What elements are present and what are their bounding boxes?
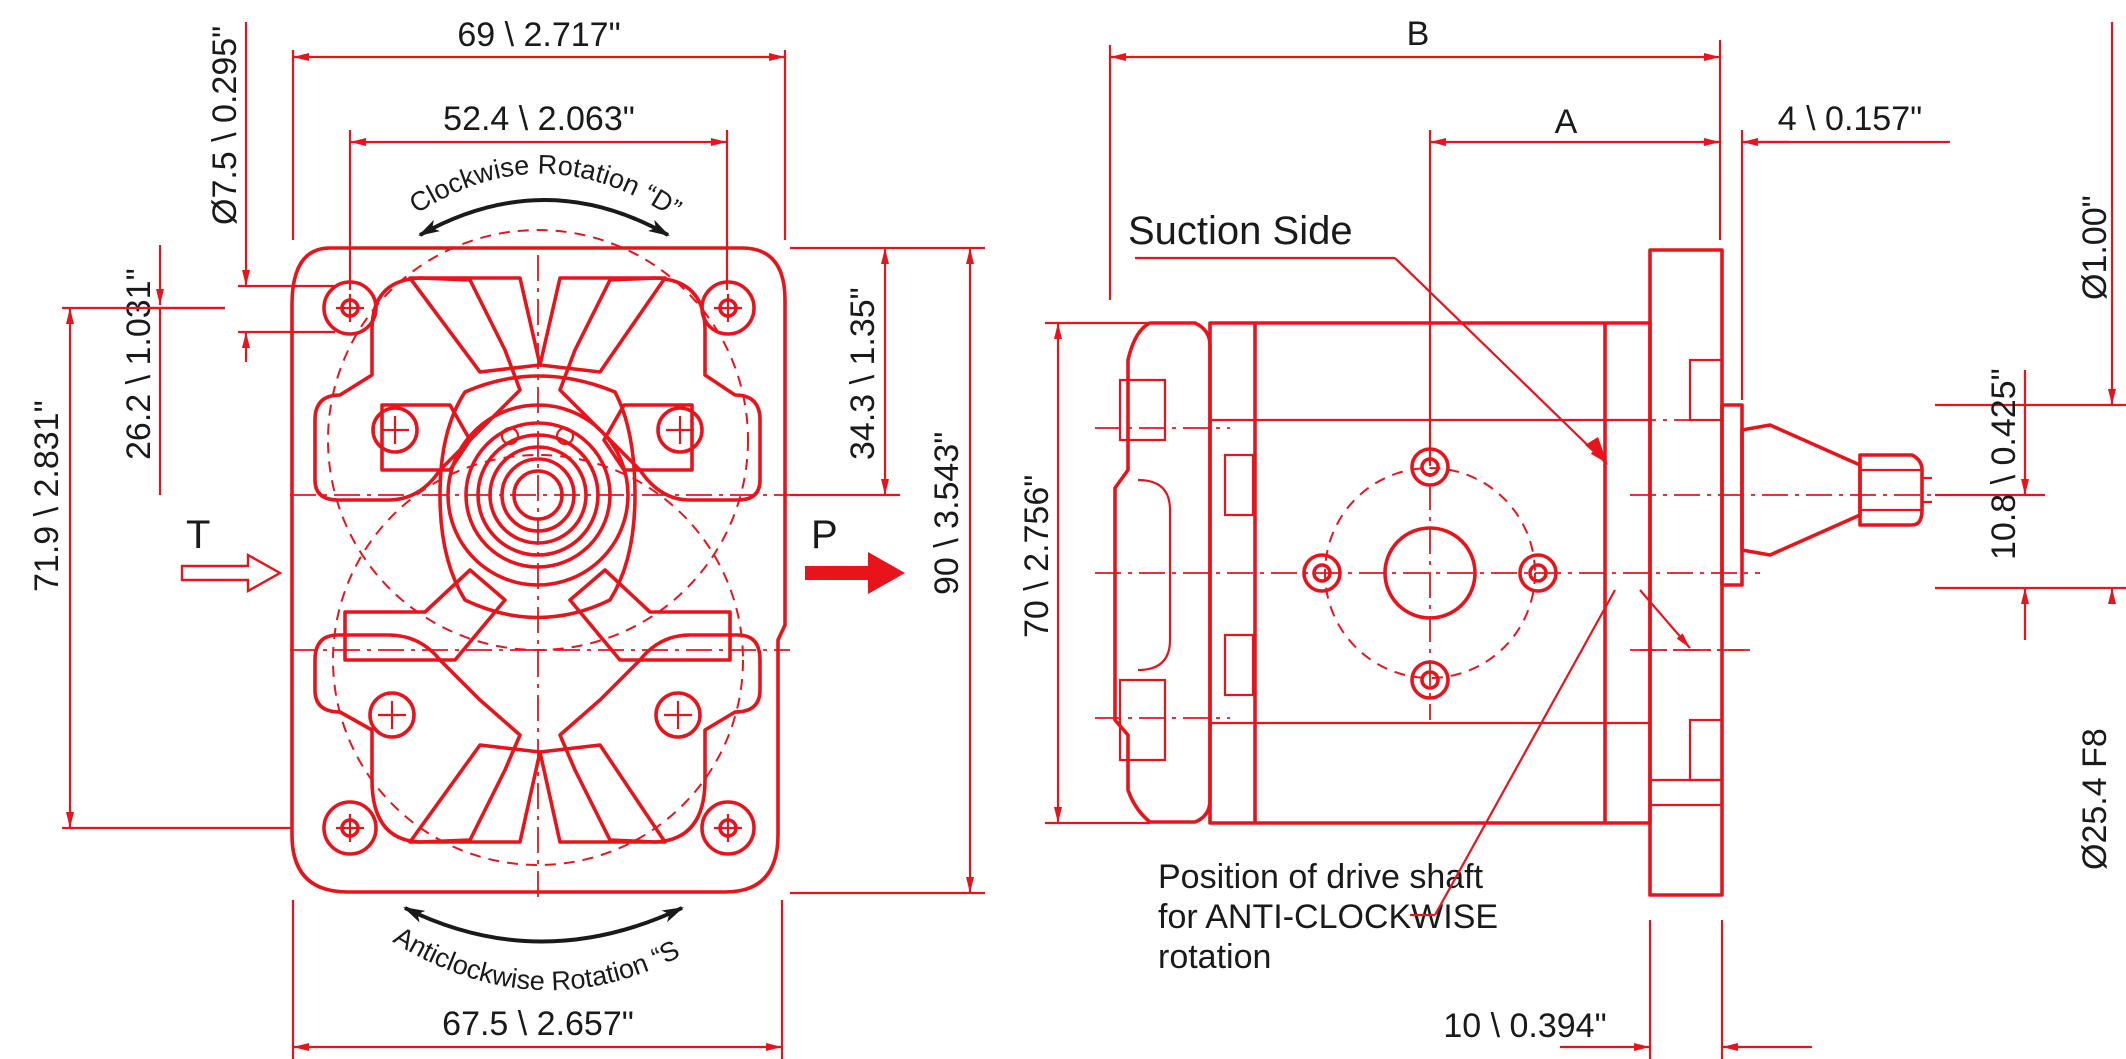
drive-shaft-note: Position of drive shaft for ANTI-CLOCKWI…	[1158, 589, 1750, 976]
port-outlet-label: P	[811, 513, 838, 557]
suction-side-label: Suction Side	[1128, 209, 1353, 253]
corner-bolt-holes	[322, 280, 756, 856]
dim-hole-dia-label: Ø7.5 \ 0.295"	[206, 26, 244, 225]
note-line-2: for ANTI-CLOCKWISE	[1158, 898, 1498, 936]
dim-shaft-dia-label: Ø1.00"	[2076, 195, 2114, 300]
dim-a: A	[1428, 103, 1720, 465]
dim-port-offset: 26.2 \ 1.031"	[120, 245, 225, 495]
dim-bolt-spacing-top-label: 52.4 \ 2.063"	[443, 100, 635, 138]
port-face	[1302, 440, 1558, 720]
dim-bolt-spacing-top: 52.4 \ 2.063"	[348, 100, 729, 290]
dim-width-bottom-label: 67.5 \ 2.657"	[442, 1005, 634, 1043]
dim-width-bottom: 67.5 \ 2.657"	[291, 900, 784, 1059]
inner-port-holes	[368, 406, 704, 739]
dim-b: B	[1108, 15, 1722, 300]
dim-width-top: 69 \ 2.717"	[291, 16, 787, 240]
dim-overall-height-label: 90 \ 3.543"	[928, 432, 966, 595]
port-inlet: T	[180, 513, 283, 594]
dim-port-height-label: 34.3 \ 1.35"	[844, 287, 882, 460]
dim-flange-thickness-label: 10 \ 0.394"	[1443, 1007, 1606, 1045]
mounting-flange	[1648, 248, 1724, 897]
dim-shaft-offset: 10.8 \ 0.425"	[1935, 368, 2045, 640]
rotation-clockwise-label: Clockwise Rotation “D”	[404, 150, 687, 224]
dim-pilot-dia: Ø25.4 F8	[2076, 728, 2114, 870]
dim-port-height: 34.3 \ 1.35"	[790, 246, 900, 497]
front-inner-profile	[313, 276, 522, 502]
dim-shaft-shoulder: 4 \ 0.157"	[1700, 100, 1950, 400]
rotation-anticlockwise: Anticlockwise Rotation “S”	[0, 0, 684, 996]
front-view: 69 \ 2.717" 52.4 \ 2.063" 67.5 \ 2.657" …	[0, 0, 985, 1059]
dim-shaft-dia: Ø1.00"	[1935, 22, 2126, 604]
dim-pilot-dia-label: Ø25.4 F8	[2076, 728, 2114, 870]
dim-port-offset-label: 26.2 \ 1.031"	[120, 268, 158, 460]
dim-overall-height-left-label: 71.9 \ 2.831"	[28, 400, 66, 592]
dim-overall-height-left: 71.9 \ 2.831"	[28, 306, 292, 830]
drive-shaft	[1740, 423, 1932, 557]
dim-body-height-label: 70 \ 2.756"	[1018, 475, 1056, 638]
dim-shaft-shoulder-label: 4 \ 0.157"	[1778, 100, 1922, 138]
note-line-3: rotation	[1158, 938, 1271, 976]
dim-body-height: 70 \ 2.756"	[1018, 321, 1150, 825]
rotation-clockwise: Clockwise Rotation “D”	[404, 150, 687, 237]
dim-shaft-offset-label: 10.8 \ 0.425"	[1985, 368, 2023, 560]
note-line-1: Position of drive shaft	[1158, 858, 1484, 896]
svg-text:Clockwise Rotation “D”: Clockwise Rotation “D”	[404, 150, 687, 224]
side-view: B A 4 \ 0.157" Ø1.00" 10.	[1018, 15, 2126, 1059]
dim-width-top-label: 69 \ 2.717"	[457, 16, 620, 54]
rotation-anticlockwise-label: Anticlockwise Rotation “S”	[0, 0, 684, 996]
dim-overall-height: 90 \ 3.543"	[790, 246, 985, 895]
svg-text:Anticlockwise Rotation “S”: Anticlockwise Rotation “S”	[0, 0, 684, 996]
suction-side-callout: Suction Side	[1128, 209, 1608, 465]
port-inlet-label: T	[186, 513, 210, 557]
dim-a-label: A	[1555, 103, 1578, 141]
port-outlet: P	[805, 513, 905, 594]
dim-hole-dia: Ø7.5 \ 0.295"	[206, 22, 335, 362]
dim-b-label: B	[1407, 15, 1430, 53]
dim-flange-thickness: 10 \ 0.394"	[1443, 920, 1812, 1059]
shaft-boss	[438, 374, 637, 620]
